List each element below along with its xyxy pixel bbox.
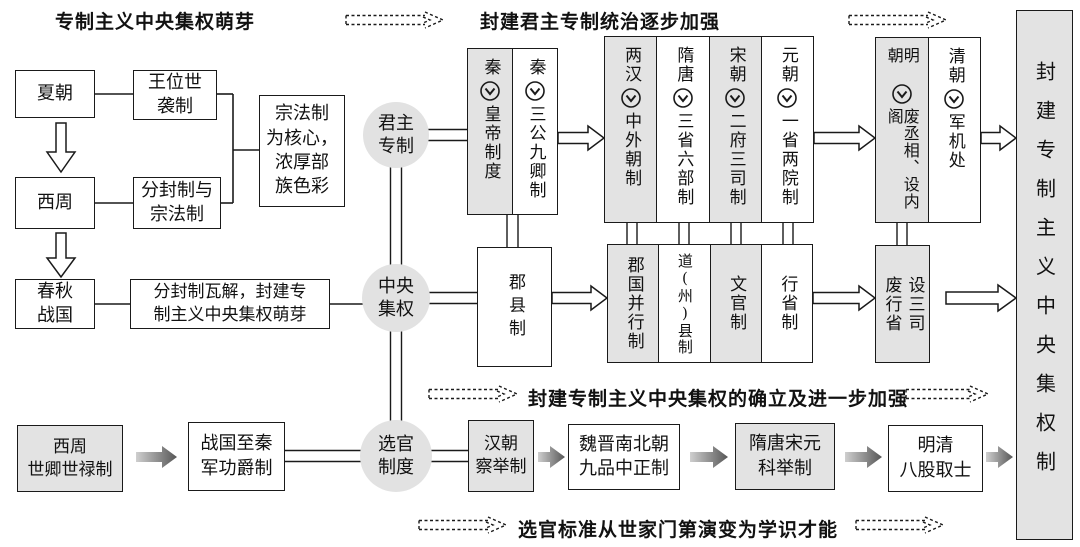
column-ming-abolish-chancellor: 明朝 废丞相、设内阁 xyxy=(876,38,928,222)
conclusion-label: 封建专制主义中央集权制 xyxy=(1032,60,1057,490)
system-label: 皇帝制度 xyxy=(480,105,501,181)
system-label: 道(州)县制 xyxy=(675,252,694,355)
box-enfeoffment-patriarchal: 分封制与 宗法制 xyxy=(133,177,221,229)
header-selection-evolution: 选官标准从世家门第演变为学识才能 xyxy=(518,519,839,541)
column-qin-three-lords: 秦 三公九卿制 xyxy=(512,49,557,214)
box-eight-legged-essay: 明清 八股取士 xyxy=(888,425,983,492)
box-xia-dynasty: 夏朝 xyxy=(15,70,95,118)
column-han-court-system: 两汉 中外朝制 xyxy=(605,37,657,222)
circle-monarchy: 君主 专制 xyxy=(363,102,429,168)
box-patriarchal-core: 宗法制 为核心， 浓厚部 族色彩 xyxy=(259,95,345,207)
circled-down-icon xyxy=(480,81,500,101)
group-late-dynasties: 明朝 废丞相、设内阁 清朝 军机处 xyxy=(875,37,981,223)
box-nine-rank-system: 魏晋南北朝 九品中正制 xyxy=(568,424,680,490)
box-hereditary-throne: 王位世 袭制 xyxy=(133,70,217,120)
system-label: 废丞相、设内阁 xyxy=(884,107,920,210)
system-label: 二府三司制 xyxy=(725,112,746,207)
circled-down-icon xyxy=(944,89,965,109)
reform-left-label: 废行省 xyxy=(881,275,902,333)
era-label: 明朝 xyxy=(884,47,920,64)
column-yuan-one-province: 元朝 一省两院制 xyxy=(760,37,813,222)
header-centralization-strengthen: 封建专制主义中央集权的确立及进一步加强 xyxy=(528,388,909,410)
circled-down-icon xyxy=(891,83,912,104)
era-label: 两汉 xyxy=(621,46,642,84)
box-abolish-province-three-commissions: 废行省 设三司 xyxy=(875,245,930,363)
box-western-zhou: 西周 xyxy=(15,177,95,229)
box-han-recommendation: 汉朝 察举制 xyxy=(468,420,534,492)
group-middle-dynasties: 两汉 中外朝制 隋唐 三省六部制 宋朝 二府三司制 元朝 一省两院制 xyxy=(604,36,814,223)
cell-civil-official: 文官制 xyxy=(709,245,761,362)
hollow-right-arrows xyxy=(551,124,1018,313)
system-label: 三公九卿制 xyxy=(525,105,546,200)
era-label: 元朝 xyxy=(777,46,798,84)
junxian-label: 郡县制 xyxy=(505,272,525,342)
box-hereditary-officials: 西周 世卿世禄制 xyxy=(17,425,123,492)
double-connector-lines xyxy=(285,128,908,463)
system-label: 文官制 xyxy=(726,275,747,332)
gray-arrows xyxy=(136,446,1013,468)
circled-down-icon xyxy=(777,88,798,108)
header-sprout: 专制主义中央集权萌芽 xyxy=(55,11,256,33)
dashed-arrows xyxy=(345,11,990,534)
circled-down-icon xyxy=(673,88,693,108)
column-qing-grand-council: 清朝 军机处 xyxy=(927,38,981,222)
era-label: 清朝 xyxy=(944,47,965,85)
circle-centralization: 中央 集权 xyxy=(362,264,430,332)
box-spring-autumn-warring: 春秋 战国 xyxy=(15,279,95,329)
cell-commandery-kingdom: 郡国并行制 xyxy=(608,245,659,362)
system-label: 行省制 xyxy=(777,275,798,332)
single-connector-lines xyxy=(95,93,363,305)
circled-down-icon xyxy=(525,81,545,101)
box-imperial-examination: 隋唐宋元 科举制 xyxy=(735,423,835,490)
era-label: 隋唐 xyxy=(673,46,694,84)
system-label: 郡国并行制 xyxy=(623,256,644,351)
circled-down-icon xyxy=(725,88,745,108)
system-label: 军机处 xyxy=(944,113,965,170)
hollow-down-arrows xyxy=(45,122,77,279)
circled-down-icon xyxy=(620,88,641,108)
box-junxian-system: 郡县制 xyxy=(477,247,552,367)
group-qin-systems: 秦 皇帝制度 秦 三公九卿制 xyxy=(467,48,558,215)
column-qin-emperor-system: 秦 皇帝制度 xyxy=(468,49,512,214)
reform-right-label: 设三司 xyxy=(904,275,925,333)
group-local-administration: 郡国并行制 道(州)县制 文官制 行省制 xyxy=(607,244,813,363)
era-label: 秦 xyxy=(525,58,546,77)
box-feudal-centralization-conclusion: 封建专制主义中央集权制 xyxy=(1016,10,1073,540)
system-label: 三省六部制 xyxy=(673,112,694,207)
era-label: 宋朝 xyxy=(725,46,746,84)
cell-dao-zhou-county: 道(州)县制 xyxy=(658,245,709,362)
system-label: 中外朝制 xyxy=(621,112,642,188)
cell-xingsheng: 行省制 xyxy=(760,245,812,362)
system-label: 一省两院制 xyxy=(777,112,798,207)
column-suitang-three-departments: 隋唐 三省六部制 xyxy=(656,37,708,222)
box-military-merit: 战国至秦 军功爵制 xyxy=(188,422,285,491)
column-song-two-offices: 宋朝 二府三司制 xyxy=(708,37,761,222)
box-enfeoffment-collapse: 分封制瓦解，封建专 制主义中央集权萌芽 xyxy=(130,279,330,329)
circle-selection-system: 选官 制度 xyxy=(360,420,432,492)
era-label: 秦 xyxy=(480,58,501,77)
header-monarchy-strengthen: 封建君主专制统治逐步加强 xyxy=(480,11,721,33)
